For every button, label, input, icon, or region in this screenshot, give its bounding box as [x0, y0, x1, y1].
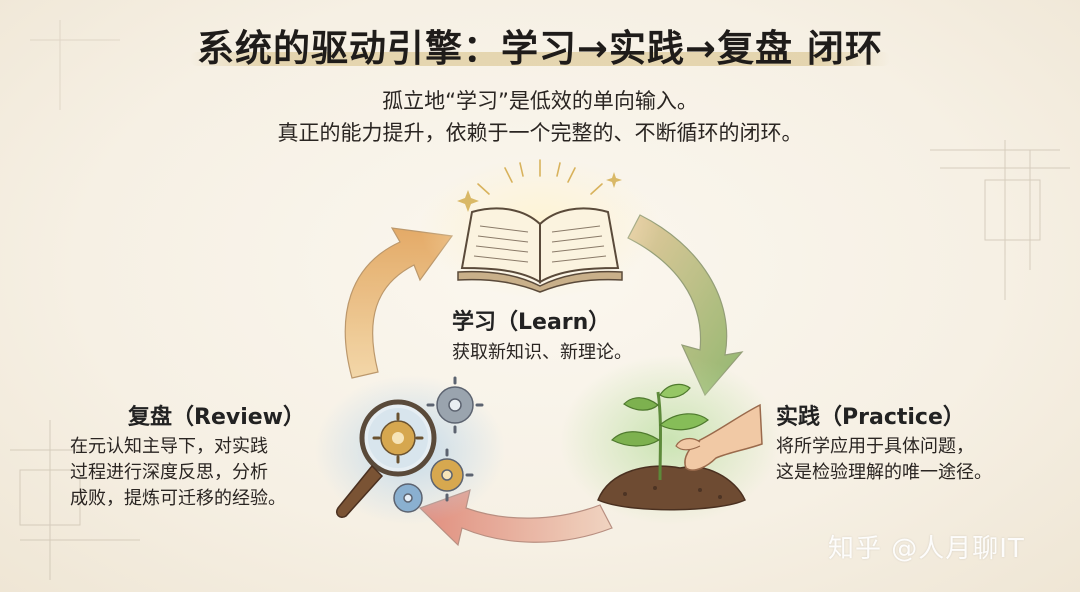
practice-label: 实践（Practice）: [776, 399, 965, 431]
learn-description: 获取新知识、新理论。: [452, 340, 632, 366]
review-description-line: 过程进行深度反思，分析: [70, 460, 286, 486]
watermark: 知乎 @人月聊IT: [828, 528, 1025, 565]
practice-description-line: 将所学应用于具体问题，: [776, 434, 992, 460]
subtitle-line-2: 真正的能力提升，依赖于一个完整的、不断循环的闭环。: [0, 117, 1080, 147]
review-label: 复盘（Review）: [128, 399, 305, 431]
corner-sketch-top-right: [930, 140, 1070, 300]
practice-description-line: 这是检验理解的唯一途径。: [776, 460, 992, 486]
page-title: 系统的驱动引擎：学习→实践→复盘 闭环: [187, 14, 893, 76]
review-description-line: 成败，提炼可迁移的经验。: [70, 486, 286, 512]
review-description: 在元认知主导下，对实践 过程进行深度反思，分析 成败，提炼可迁移的经验。: [70, 434, 286, 512]
subtitle-line-1: 孤立地“学习”是低效的单向输入。: [0, 85, 1080, 115]
magnifier-gears-icon: [315, 375, 505, 525]
open-book-icon: [420, 158, 660, 298]
review-description-line: 在元认知主导下，对实践: [70, 434, 286, 460]
learn-label: 学习（Learn）: [452, 304, 610, 336]
practice-description: 将所学应用于具体问题， 这是检验理解的唯一途径。: [776, 434, 992, 486]
sprout-in-hand-icon: [560, 355, 780, 525]
